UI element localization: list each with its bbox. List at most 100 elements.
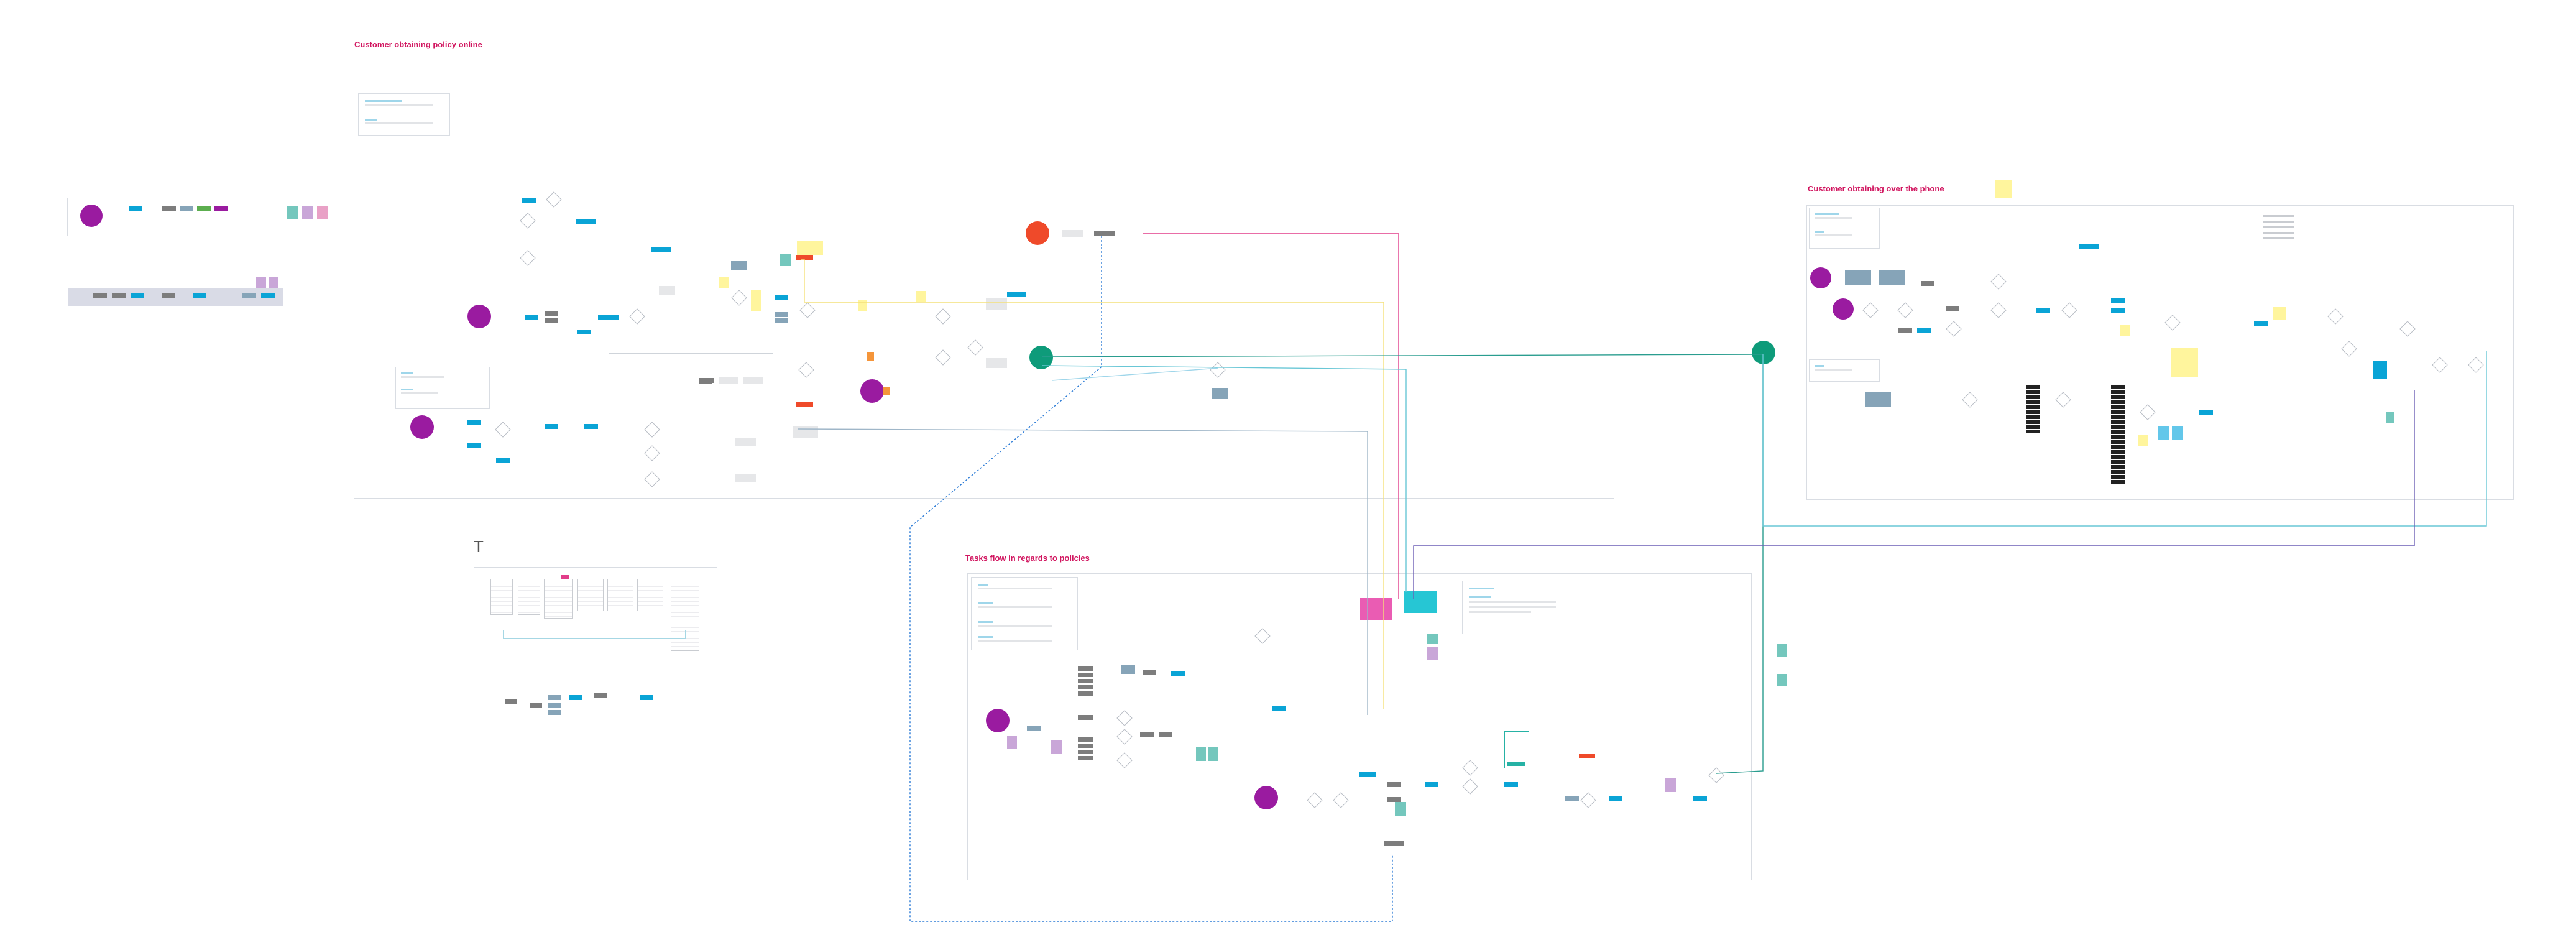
wireframe-strip-steel-3[interactable]: [548, 710, 561, 715]
wireframe-1[interactable]: [490, 579, 513, 615]
online-red-node-2[interactable]: [796, 402, 813, 407]
online-steel-node-4[interactable]: [1212, 388, 1228, 399]
wireframe-strip-blue-1[interactable]: [569, 695, 582, 700]
wireframe-strip-steel-1[interactable]: [548, 695, 561, 700]
online-task-box-4[interactable]: [986, 298, 1007, 310]
online-start-node-2[interactable]: [410, 415, 434, 439]
tasks-gray-node-5[interactable]: [1387, 782, 1401, 787]
online-info-card[interactable]: [358, 93, 450, 136]
tasks-lilac-chip-2[interactable]: [1007, 736, 1017, 749]
online-task-box-8[interactable]: [735, 438, 756, 446]
online-blue-node-10[interactable]: [467, 443, 481, 448]
phone-sticky-4[interactable]: [2120, 325, 2130, 336]
phone-sticky-3[interactable]: [2273, 307, 2286, 320]
legend-panel[interactable]: [67, 198, 277, 236]
online-blue-node-9[interactable]: [467, 420, 481, 425]
tasks-steel-node-1[interactable]: [1027, 726, 1041, 731]
online-task-box-9[interactable]: [735, 474, 756, 482]
phone-steel-node-2[interactable]: [1879, 270, 1905, 285]
tasks-cyan-card[interactable]: [1404, 591, 1437, 613]
tasks-lilac-chip-3[interactable]: [1051, 740, 1062, 754]
online-task-box-2[interactable]: [743, 377, 763, 384]
tasks-teal-chip-2[interactable]: [1777, 644, 1787, 657]
online-sticky-5[interactable]: [916, 291, 926, 302]
online-task-box-5[interactable]: [986, 358, 1007, 368]
online-task-gray-1[interactable]: [699, 378, 712, 384]
online-sticky-2[interactable]: [719, 277, 729, 288]
wireframe-6[interactable]: [637, 579, 663, 611]
online-gray-node-2[interactable]: [545, 318, 558, 323]
tasks-blue-node-1[interactable]: [1171, 671, 1185, 676]
online-blue-node-4[interactable]: [598, 315, 619, 320]
online-steel-node-1[interactable]: [731, 261, 747, 270]
wireframe-strip-steel-2[interactable]: [548, 703, 561, 708]
tasks-blue-node-5[interactable]: [1504, 782, 1518, 787]
phone-sticky-5[interactable]: [2138, 435, 2148, 446]
tasks-teal-chip[interactable]: [1427, 634, 1438, 644]
phone-gray-node-1[interactable]: [1921, 281, 1934, 286]
phone-info-card[interactable]: [1809, 208, 1880, 249]
tasks-gray-node-2[interactable]: [1143, 670, 1156, 675]
online-blue-node-8[interactable]: [775, 295, 788, 300]
tasks-gray-node-1[interactable]: [1078, 715, 1093, 720]
frame-phone[interactable]: [1806, 205, 2514, 500]
online-blue-node-5[interactable]: [525, 315, 538, 320]
online-blue-node-6[interactable]: [577, 330, 591, 334]
frame-online[interactable]: [354, 67, 1614, 499]
tasks-red-node[interactable]: [1579, 754, 1595, 758]
phone-steel-node-3[interactable]: [1865, 392, 1891, 407]
tasks-gray-stack-2[interactable]: [1078, 737, 1093, 760]
tasks-teal-chip-6[interactable]: [1395, 802, 1406, 816]
tasks-gray-stack-1[interactable]: [1078, 666, 1093, 696]
online-blue-node-11[interactable]: [545, 424, 558, 429]
online-teal-square[interactable]: [780, 254, 791, 266]
tasks-gray-node-6[interactable]: [1387, 797, 1401, 802]
phone-steel-node-1[interactable]: [1845, 270, 1871, 285]
phone-start-node-2[interactable]: [1833, 298, 1854, 320]
phone-blue-node-8[interactable]: [2373, 361, 2387, 379]
online-start-node-3[interactable]: [860, 379, 884, 403]
tasks-info-card[interactable]: [971, 577, 1078, 650]
phone-gray-node-3[interactable]: [1898, 328, 1912, 333]
phone-info-card-2[interactable]: [1809, 359, 1880, 382]
online-task-box-7[interactable]: [1062, 230, 1083, 237]
wireframe-strip-blue-2[interactable]: [640, 695, 653, 700]
tasks-start-node-1[interactable]: [986, 709, 1010, 732]
online-blue-node-13[interactable]: [496, 458, 510, 463]
online-blue-node-1[interactable]: [522, 198, 536, 203]
phone-blue-node-2[interactable]: [2079, 244, 2099, 249]
phone-sticky-top[interactable]: [1995, 180, 2012, 198]
tasks-blue-node-7[interactable]: [1693, 796, 1707, 801]
legend-bar[interactable]: [68, 288, 283, 306]
phone-cyan-node-1[interactable]: [2158, 426, 2169, 440]
online-gray-node-1[interactable]: [545, 311, 558, 316]
online-steel-node-3[interactable]: [775, 318, 788, 323]
online-blue-node-12[interactable]: [584, 424, 598, 429]
tasks-blue-node-4[interactable]: [1425, 782, 1438, 787]
online-info-card-2[interactable]: [395, 367, 490, 409]
online-task-box-6[interactable]: [659, 286, 675, 295]
tasks-pink-card[interactable]: [1360, 598, 1392, 620]
phone-gray-node-2[interactable]: [1946, 306, 1959, 311]
wireframe-4[interactable]: [577, 579, 604, 611]
phone-blue-node-5[interactable]: [2036, 308, 2050, 313]
tasks-start-node-2[interactable]: [1254, 786, 1278, 809]
wireframe-strip-gray-1[interactable]: [505, 699, 517, 704]
tasks-gray-node-3[interactable]: [1140, 732, 1154, 737]
phone-black-list-1[interactable]: [2026, 385, 2040, 433]
phone-cyan-node-2[interactable]: [2172, 426, 2183, 440]
phone-blue-node-4[interactable]: [2111, 308, 2125, 313]
phone-blue-node-3[interactable]: [2111, 298, 2125, 303]
wireframes-panel[interactable]: [474, 567, 717, 675]
tasks-teal-chip-5[interactable]: [1208, 747, 1218, 761]
tasks-steel-node-2[interactable]: [1121, 665, 1135, 674]
tasks-lilac-chip-4[interactable]: [1665, 778, 1676, 792]
wireframe-5[interactable]: [607, 579, 633, 611]
online-sticky-1[interactable]: [797, 241, 823, 255]
tasks-gray-node-4[interactable]: [1159, 732, 1172, 737]
tasks-blue-node-6[interactable]: [1609, 796, 1622, 801]
tasks-steel-node-3[interactable]: [1565, 796, 1579, 801]
online-red-node-1[interactable]: [796, 255, 813, 260]
online-blue-node-3[interactable]: [651, 247, 671, 252]
wireframe-3[interactable]: [544, 579, 573, 619]
